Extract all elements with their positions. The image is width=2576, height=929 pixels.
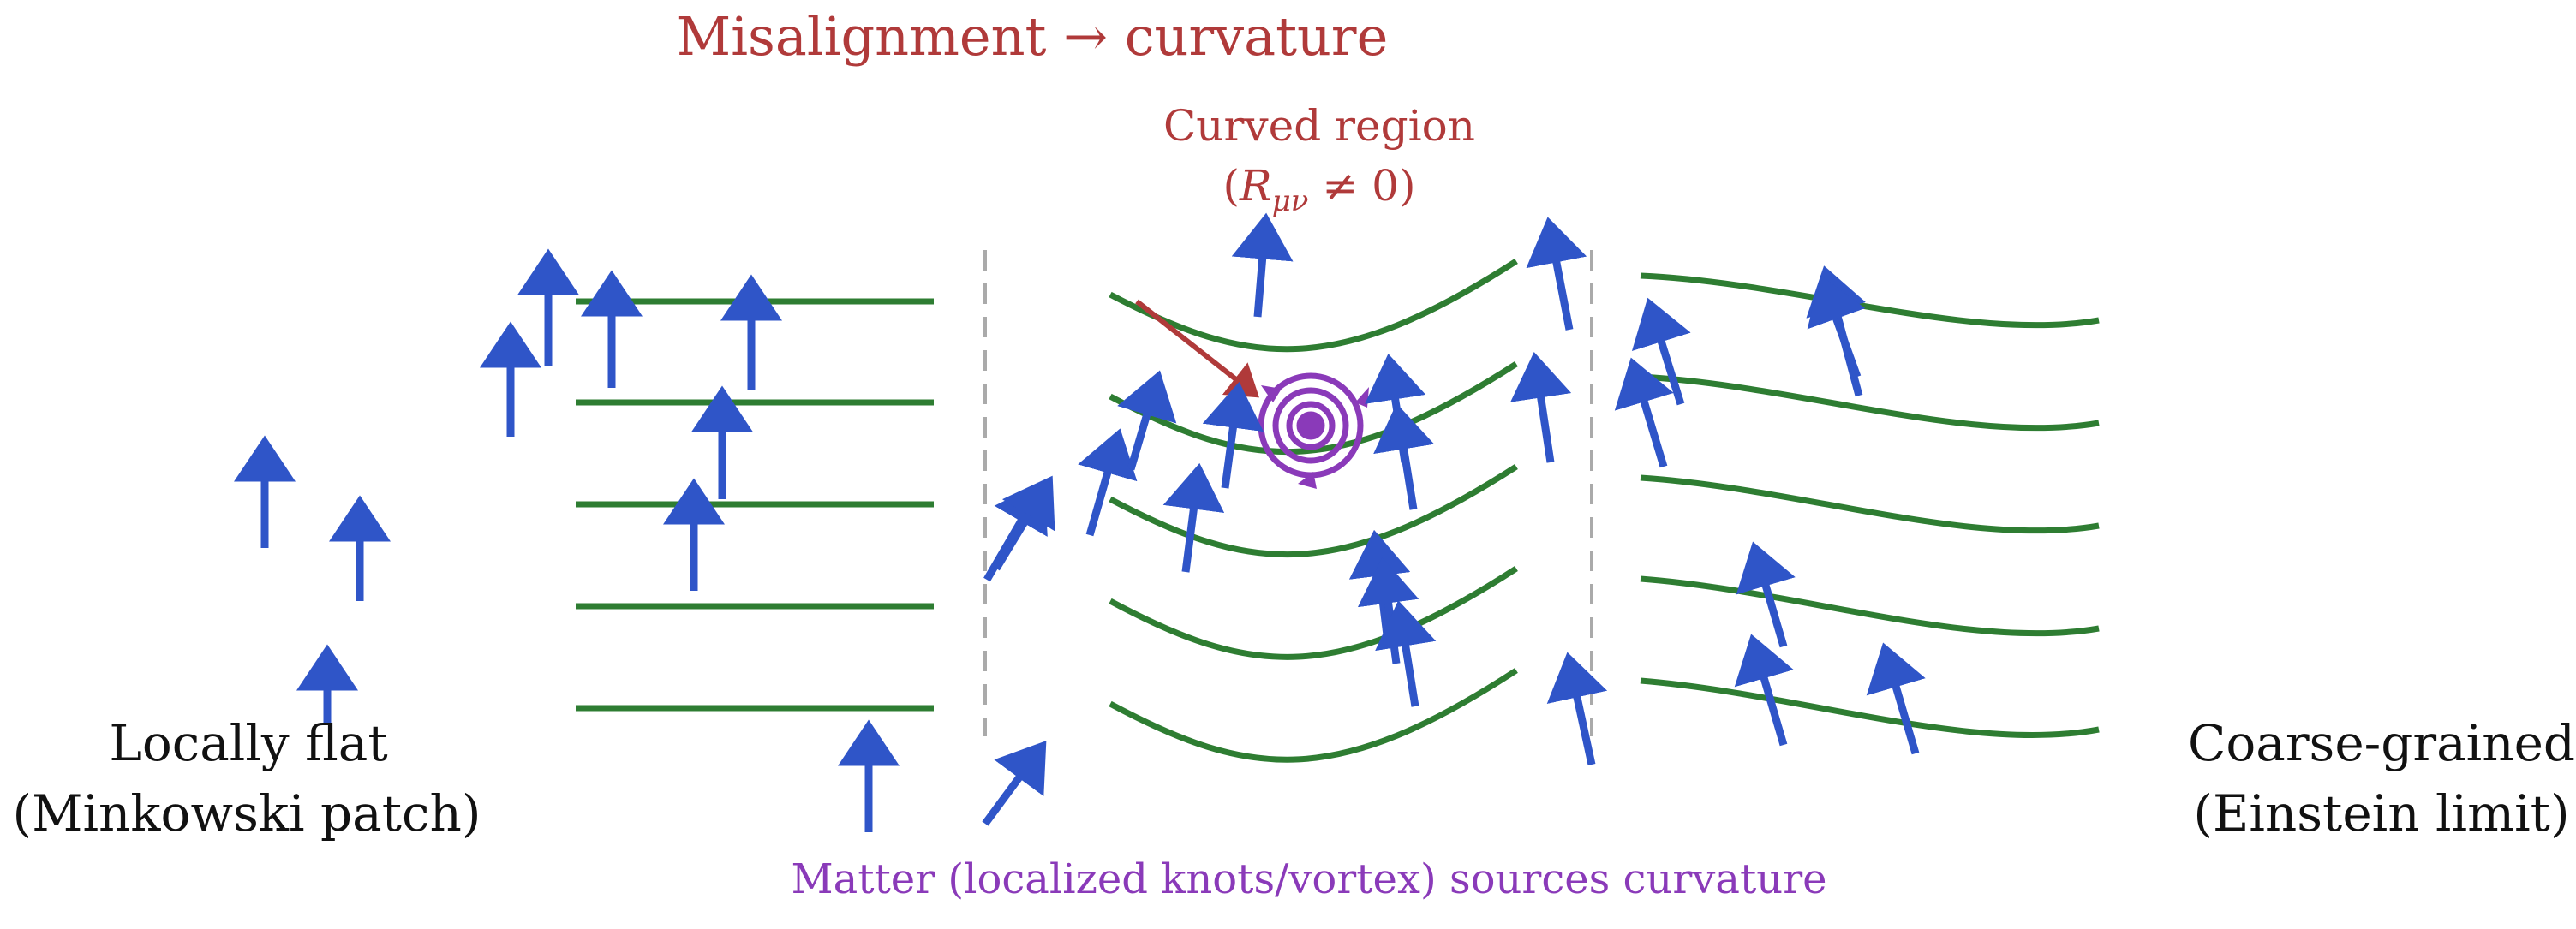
orientation-arrow: [1526, 217, 1587, 331]
curved-field-line: [1109, 361, 1518, 456]
curved-field-lines: [1109, 259, 1518, 763]
concentric-vortex-icon: [1258, 372, 1369, 489]
right-caption-line1: Coarse-grained: [2188, 714, 2575, 772]
coarse-field-line: [1640, 677, 2100, 739]
curved-field-line: [1109, 464, 1518, 558]
curved-field-line: [1109, 566, 1518, 660]
orientation-arrow: [1631, 297, 1691, 406]
orientation-arrow: [1807, 275, 1866, 378]
orientation-arrow: [1162, 462, 1225, 573]
orientation-arrow: [1866, 642, 1926, 755]
coarse-field-lines: [1640, 272, 2100, 739]
curvature-formula: (Rμν ≠ 0): [1223, 161, 1416, 218]
orientation-arrow: [1375, 600, 1437, 707]
curved-field-line: [1109, 668, 1518, 763]
left-caption-line1: Locally flat: [109, 714, 387, 772]
diagram-title: Misalignment → curvature: [677, 5, 1389, 68]
left-caption-line2: (Minkowski patch): [12, 784, 481, 843]
vortex-ring: [1272, 387, 1349, 464]
curved-field-line: [1109, 259, 1518, 353]
coarse-field-line: [1640, 575, 2100, 637]
coarse-field-line: [1640, 272, 2100, 329]
orientation-arrow: [982, 741, 1047, 826]
right-caption-line2: (Einstein limit): [2193, 784, 2569, 843]
formula-symbol: R: [1239, 161, 1272, 211]
orientation-arrow: [1357, 557, 1419, 664]
vortex-arrowhead: [1298, 472, 1317, 489]
orientation-arrow: [1736, 541, 1796, 648]
orientation-arrow: [1510, 352, 1572, 463]
orientation-arrow: [1614, 357, 1674, 468]
orientation-arrow: [1546, 652, 1608, 765]
orientation-arrow: [1231, 212, 1294, 318]
vortex-ring: [1286, 401, 1336, 450]
arrow-icon: [1135, 299, 1259, 398]
formula-rest: ≠ 0): [1308, 161, 1415, 211]
orientation-arrow: [993, 475, 1055, 571]
orientation-arrow: [1117, 370, 1177, 471]
matter-caption: Matter (localized knots/vortex) sources …: [791, 855, 1826, 903]
curved-region-label: Curved region: [1163, 101, 1475, 151]
orientation-arrow: [1078, 428, 1138, 537]
coarse-field-line: [1640, 373, 2100, 432]
vortex-arrowhead: [1261, 385, 1282, 402]
vortex-core: [1296, 411, 1325, 440]
coarse-field-line: [1640, 474, 2100, 534]
orientation-arrow: [1734, 634, 1794, 747]
orientation-arrows: [234, 212, 1926, 832]
formula-open: (: [1223, 161, 1240, 211]
formula-subscript: μν: [1272, 184, 1309, 218]
orientation-arrow: [1202, 381, 1264, 489]
orientation-arrow: [1373, 403, 1435, 510]
